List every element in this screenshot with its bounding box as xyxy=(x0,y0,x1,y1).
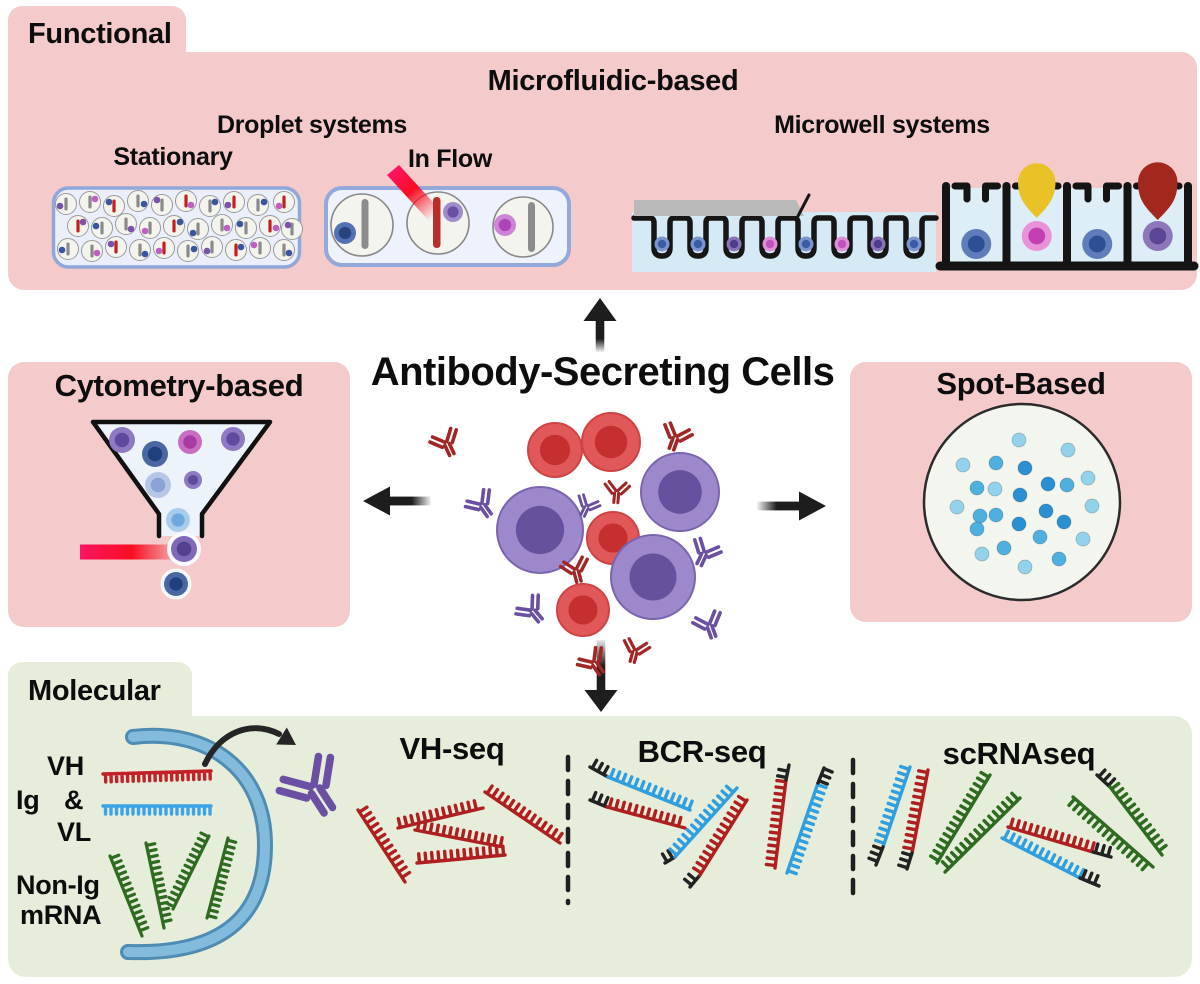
elispot-plate-illustration xyxy=(922,402,1122,602)
bcr-seq-strands-illustration xyxy=(588,758,834,889)
molecular-content: VH Ig & VL Non-Ig mRNA VH-seq BCR-seq sc… xyxy=(8,660,1192,984)
spot-panel: Spot-Based xyxy=(850,362,1192,622)
asc-cell-cluster-illustration xyxy=(428,412,723,677)
spot-title: Spot-Based xyxy=(936,366,1106,401)
scrnaseq-strands-illustration xyxy=(867,764,1168,888)
cell-membrane-mrna-illustration xyxy=(101,725,337,961)
stationary-droplets-illustration xyxy=(51,186,303,269)
arrow-up-icon xyxy=(583,298,617,352)
microwell-array-illustration xyxy=(631,193,939,272)
scrnaseq-label: scRNAseq xyxy=(942,736,1096,771)
droplet-systems-heading: Droplet systems xyxy=(216,111,408,139)
cytometry-panel: Cytometry-based xyxy=(8,362,350,627)
flow-cytometry-funnel-illustration xyxy=(80,419,273,600)
cytometry-title: Cytometry-based xyxy=(54,368,304,403)
microwell-systems-heading: Microwell systems xyxy=(774,111,990,139)
in-flow-label: In Flow xyxy=(408,145,492,173)
figure-title: Antibody-Secreting Cells xyxy=(370,350,835,394)
arrow-left-icon xyxy=(363,486,431,516)
functional-panel: Microfluidic-based Droplet systems Stati… xyxy=(8,52,1199,290)
non-ig-label-line2: mRNA xyxy=(20,900,102,930)
dashed-divider-2 xyxy=(850,757,856,907)
vh-seq-strands-illustration xyxy=(356,784,564,884)
ig-label: Ig xyxy=(16,785,40,815)
molecular-tab: Molecular xyxy=(8,662,192,720)
dashed-divider-1 xyxy=(565,754,571,906)
vh-label: VH xyxy=(47,751,84,781)
microwell-chambers-illustration xyxy=(935,162,1199,271)
vl-label: VL xyxy=(57,817,91,847)
molecular-label: Molecular xyxy=(28,674,161,707)
in-flow-droplets-illustration xyxy=(324,165,571,267)
non-ig-label-line1: Non-Ig xyxy=(16,870,100,900)
stationary-label: Stationary xyxy=(113,143,233,171)
arrow-right-icon xyxy=(757,491,826,521)
bcr-seq-label: BCR-seq xyxy=(637,734,767,769)
microfluidic-heading: Microfluidic-based xyxy=(487,65,739,97)
vh-seq-label: VH-seq xyxy=(399,731,505,766)
ampersand-label: & xyxy=(64,785,84,815)
functional-label: Functional xyxy=(28,17,172,50)
